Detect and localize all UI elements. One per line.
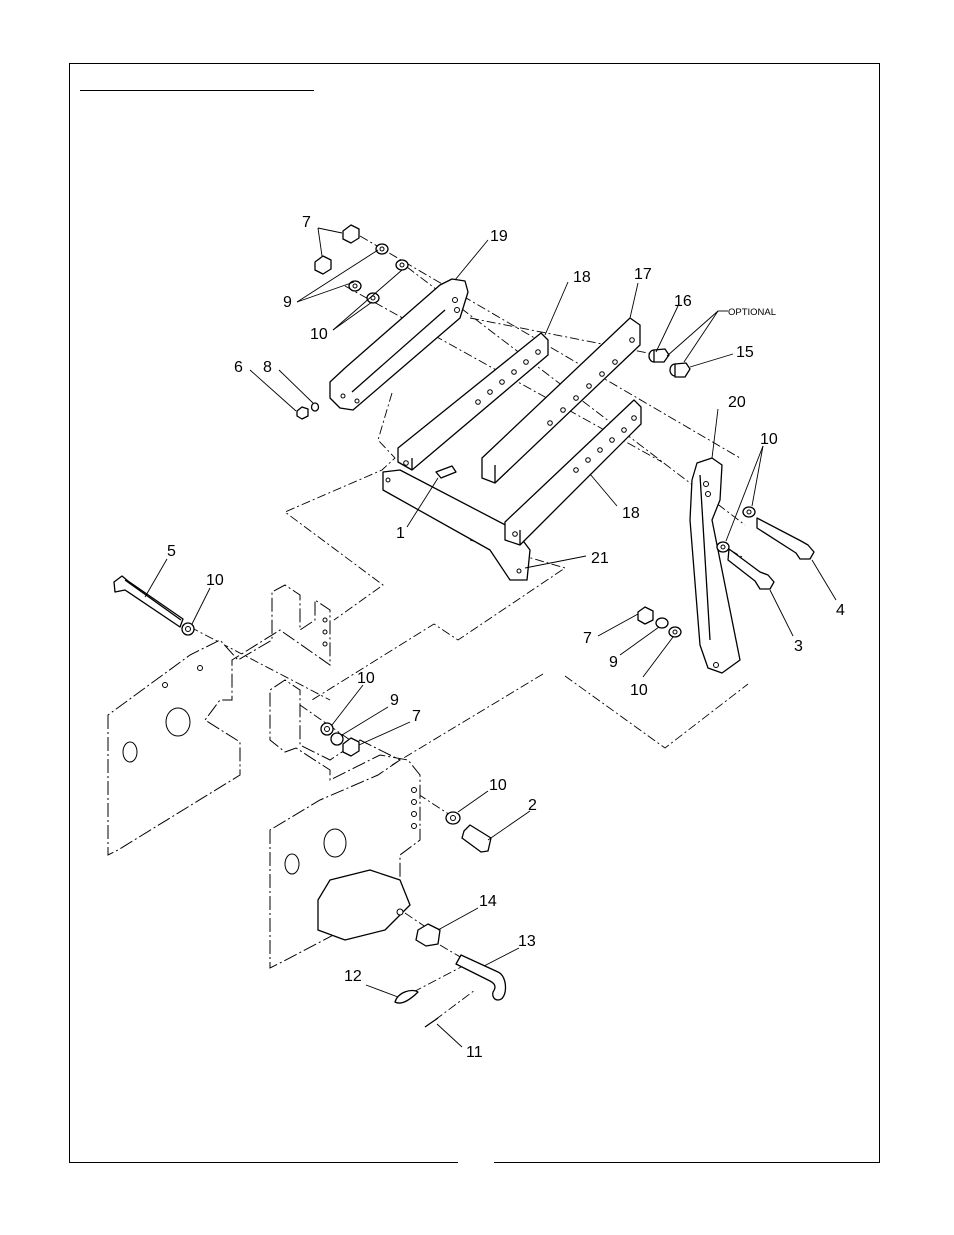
- callout-label: 7: [583, 630, 592, 647]
- optional-note: OPTIONAL: [728, 307, 776, 318]
- callout-label: 4: [836, 602, 845, 619]
- callout-label: 14: [479, 893, 497, 910]
- callout-label: 8: [263, 359, 272, 376]
- callout-label: 13: [518, 933, 536, 950]
- callout-label: 10: [489, 777, 507, 794]
- callout-label: 17: [634, 266, 652, 283]
- callout-label: 6: [234, 359, 243, 376]
- callout-label: 1: [396, 525, 405, 542]
- callout-label: 2: [528, 797, 537, 814]
- callout-label: 5: [167, 543, 176, 560]
- callout-label: 21: [591, 550, 609, 567]
- callout-label: 20: [728, 394, 746, 411]
- callout-label: 19: [490, 228, 508, 245]
- callout-label: 9: [283, 294, 292, 311]
- callout-label: 3: [794, 638, 803, 655]
- front-mounting-plate: [270, 680, 420, 968]
- callout-label: 9: [609, 654, 618, 671]
- callout-label: 16: [674, 293, 692, 310]
- callout-label: 10: [206, 572, 224, 589]
- callout-label: 10: [630, 682, 648, 699]
- callout-label: 15: [736, 344, 754, 361]
- callout-label: 18: [622, 505, 640, 522]
- callout-label: 10: [760, 431, 778, 448]
- callout-label: 7: [412, 708, 421, 725]
- callout-label: 11: [466, 1044, 483, 1061]
- callout-label: 12: [344, 968, 362, 985]
- callout-label: 9: [390, 692, 399, 709]
- callout-label: 10: [357, 670, 375, 687]
- callout-label: 10: [310, 326, 328, 343]
- callout-label: 18: [573, 269, 591, 286]
- callout-label: 7: [302, 214, 311, 231]
